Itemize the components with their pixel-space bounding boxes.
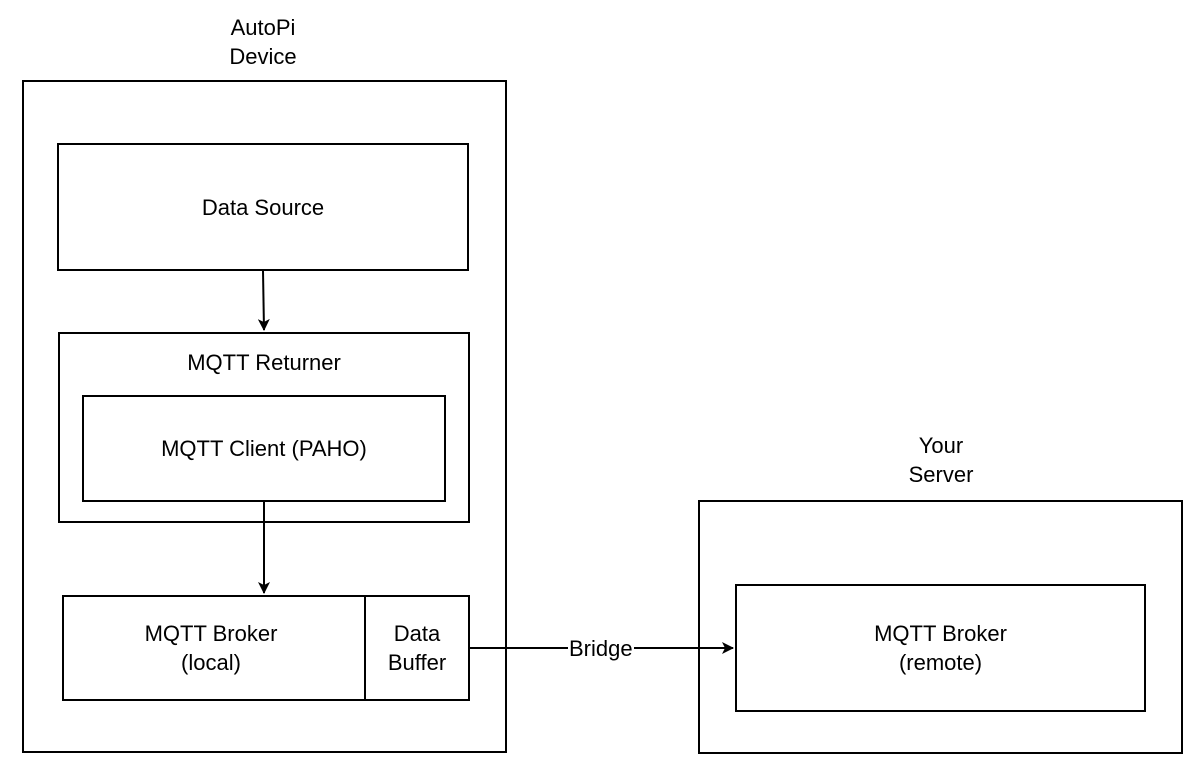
local-broker-box: MQTT Broker (local) <box>62 595 380 701</box>
mqtt-returner-label: MQTT Returner <box>187 350 341 375</box>
autopi-device-title-line2: Device <box>229 44 297 69</box>
data-buffer-line1: Data <box>393 621 441 646</box>
autopi-device-title-line1: AutoPi <box>230 15 296 40</box>
mqtt-client-label: MQTT Client (PAHO) <box>161 436 367 461</box>
mqtt-client-box: MQTT Client (PAHO) <box>82 395 446 502</box>
bridge-label: Bridge <box>568 636 634 662</box>
autopi-device-title: AutoPi Device <box>203 13 323 71</box>
remote-broker-line1: MQTT Broker <box>874 621 1007 646</box>
local-broker-line1: MQTT Broker <box>144 621 278 646</box>
your-server-title: Your Server <box>881 431 1001 489</box>
data-buffer-line2: Buffer <box>387 650 447 675</box>
your-server-title-line2: Server <box>908 462 974 487</box>
data-source-label: Data Source <box>201 194 325 220</box>
data-buffer-box: Data Buffer <box>364 595 470 701</box>
remote-broker-box: MQTT Broker (remote) <box>735 584 1146 712</box>
your-server-title-line1: Your <box>918 433 964 458</box>
remote-broker-line2: (remote) <box>898 650 983 675</box>
local-broker-line2: (local) <box>181 650 241 675</box>
data-source-box: Data Source <box>57 143 469 271</box>
